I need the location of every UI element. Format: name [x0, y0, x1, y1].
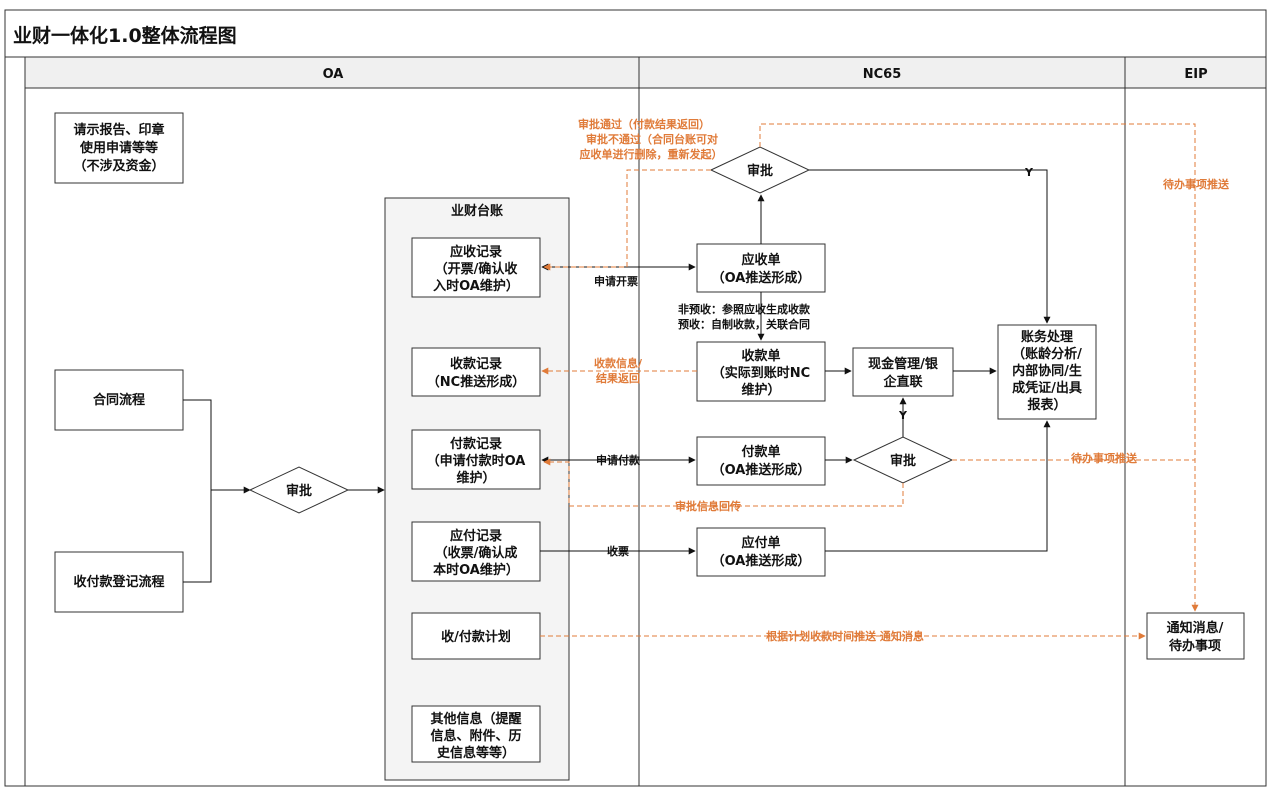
receivable-bill-1: 应收单 [741, 252, 780, 268]
label-apply-payment: 申请付款 [596, 453, 641, 467]
accounting-5: 报表） [1027, 397, 1066, 413]
other-info-1: 其他信息（提醒 [430, 711, 521, 727]
payable-bill-box [696, 527, 826, 577]
notify-box [1146, 612, 1245, 660]
receipt-bill-3: 维护） [741, 382, 780, 398]
receivable-record-box [411, 237, 541, 298]
payment-register-box [54, 551, 184, 613]
contract-flow-box [54, 369, 184, 431]
diagram-title: 业财一体化1.0整体流程图 [13, 24, 237, 47]
receipt-bill-box [696, 341, 826, 402]
label-receipt-info-2: 结果返回 [595, 371, 640, 385]
accounting-1: 账务处理 [1021, 329, 1073, 345]
nc-approve-top-label: 审批 [747, 163, 773, 179]
plan-box [411, 612, 541, 660]
receipt-bill-1: 收款单 [741, 348, 780, 364]
label-todo-push-1: 待办事项推送 [1162, 177, 1230, 191]
ledger-title: 业财台账 [451, 203, 503, 219]
label-plan-push: 根据计划收款时间推送 通知消息 [766, 629, 924, 643]
payment-record-1: 付款记录 [450, 436, 502, 452]
notify-1: 通知消息/ [1167, 620, 1224, 636]
plan-label: 收/付款计划 [441, 629, 511, 645]
receivable-record-3: 入时OA维护） [433, 278, 519, 294]
nc-approve-mid-label: 审批 [890, 453, 916, 469]
label-approve-result-3: 应收单进行删除，重新发起） [580, 147, 723, 161]
other-info-2: 信息、附件、历 [430, 728, 521, 744]
payable-bill-1: 应付单 [741, 535, 780, 551]
cash-mgmt-1: 现金管理/银 [868, 356, 939, 372]
receivable-bill-2: （OA推送形成） [712, 270, 811, 286]
payable-record-2: （收票/确认成 [435, 545, 518, 561]
receipt-record-box [411, 347, 541, 397]
accounting-3: 内部协同/生 [1012, 363, 1082, 379]
accounting-2: （账龄分析/ [1012, 346, 1082, 362]
report-line-2: 使用申请等等 [79, 140, 158, 156]
other-info-3: 史信息等等） [437, 745, 515, 761]
label-y-top: Y [1024, 166, 1034, 179]
label-receipt-info-1: 收款信息/ [594, 356, 643, 370]
accounting-4: 成凭证/出具 [1012, 380, 1082, 396]
contract-flow-label: 合同流程 [93, 392, 145, 408]
label-receive-invoice: 收票 [607, 544, 629, 558]
payment-record-3: 维护） [456, 470, 495, 486]
receipt-record-2: （NC推送形成） [427, 374, 525, 390]
label-approve-result-2: 审批不通过（合同台账可对 [586, 132, 718, 146]
receivable-record-1: 应收记录 [450, 244, 502, 260]
accounting-box [997, 324, 1097, 420]
payable-record-1: 应付记录 [450, 528, 502, 544]
payment-bill-1: 付款单 [741, 444, 780, 460]
label-todo-push-2: 待办事项推送 [1070, 451, 1138, 465]
receivable-record-2: （开票/确认收 [435, 261, 519, 277]
lane-nc65: NC65 [863, 67, 902, 82]
payment-bill-2: （OA推送形成） [712, 462, 811, 478]
label-receipt-note-2: 预收：自制收款，关联合同 [678, 317, 810, 331]
label-approval-return: 审批信息回传 [675, 499, 741, 513]
receivable-bill-box [696, 243, 826, 293]
payment-record-2: （申请付款时OA [427, 453, 526, 469]
oa-approve-label: 审批 [286, 483, 312, 499]
payment-register-label: 收付款登记流程 [73, 574, 164, 590]
notify-2: 待办事项 [1168, 638, 1221, 654]
label-apply-invoice: 申请开票 [594, 274, 638, 288]
label-approve-result-1: 审批通过（付款结果返回） [578, 117, 710, 131]
payment-record-box [411, 429, 541, 490]
label-y-mid: Y [898, 409, 908, 422]
report-line-1: 请示报告、印章 [73, 122, 164, 138]
payable-record-3: 本时OA维护） [433, 562, 519, 578]
lane-eip: EIP [1184, 67, 1207, 82]
payment-bill-box [696, 436, 826, 486]
other-info-box [411, 705, 541, 763]
payable-bill-2: （OA推送形成） [712, 553, 811, 569]
label-receipt-note-1: 非预收：参照应收生成收款 [678, 302, 811, 316]
lane-header-row [24, 56, 1267, 89]
receipt-bill-2: （实际到账时NC [712, 365, 810, 381]
report-box [54, 112, 184, 184]
cash-mgmt-box [852, 347, 954, 397]
cash-mgmt-2: 企直联 [882, 374, 922, 390]
receipt-record-1: 收款记录 [450, 356, 502, 372]
lane-oa: OA [323, 67, 344, 82]
report-line-3: （不涉及资金） [73, 158, 164, 174]
